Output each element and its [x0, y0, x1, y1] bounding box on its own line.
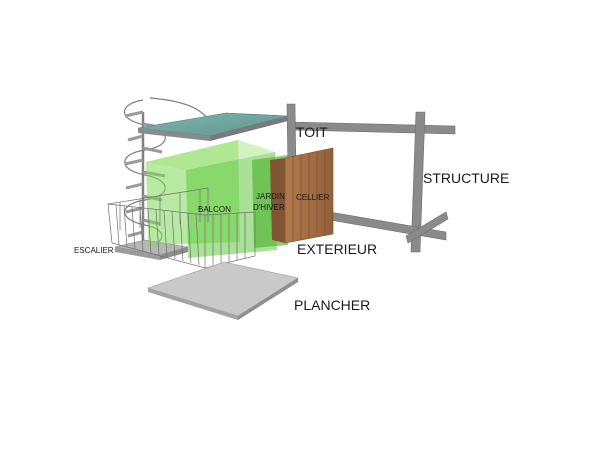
label-plancher: PLANCHER — [294, 297, 370, 313]
floor-slab — [147, 261, 299, 320]
label-jardin-line2: D'HIVER — [253, 203, 285, 212]
label-cellier: CELLIER — [296, 193, 330, 202]
label-escalier: ESCALIER — [74, 246, 114, 255]
label-toit: TOIT — [296, 124, 328, 140]
cellier-box — [270, 147, 334, 244]
label-balcon: BALCON — [198, 205, 231, 214]
roof-slab — [137, 112, 289, 141]
label-structure: STRUCTURE — [423, 170, 509, 186]
balcony-railing — [107, 187, 256, 269]
label-jardin-line1: JARDIN — [256, 192, 285, 201]
label-exterieur: EXTERIEUR — [297, 241, 377, 257]
green-volumes — [146, 140, 288, 258]
